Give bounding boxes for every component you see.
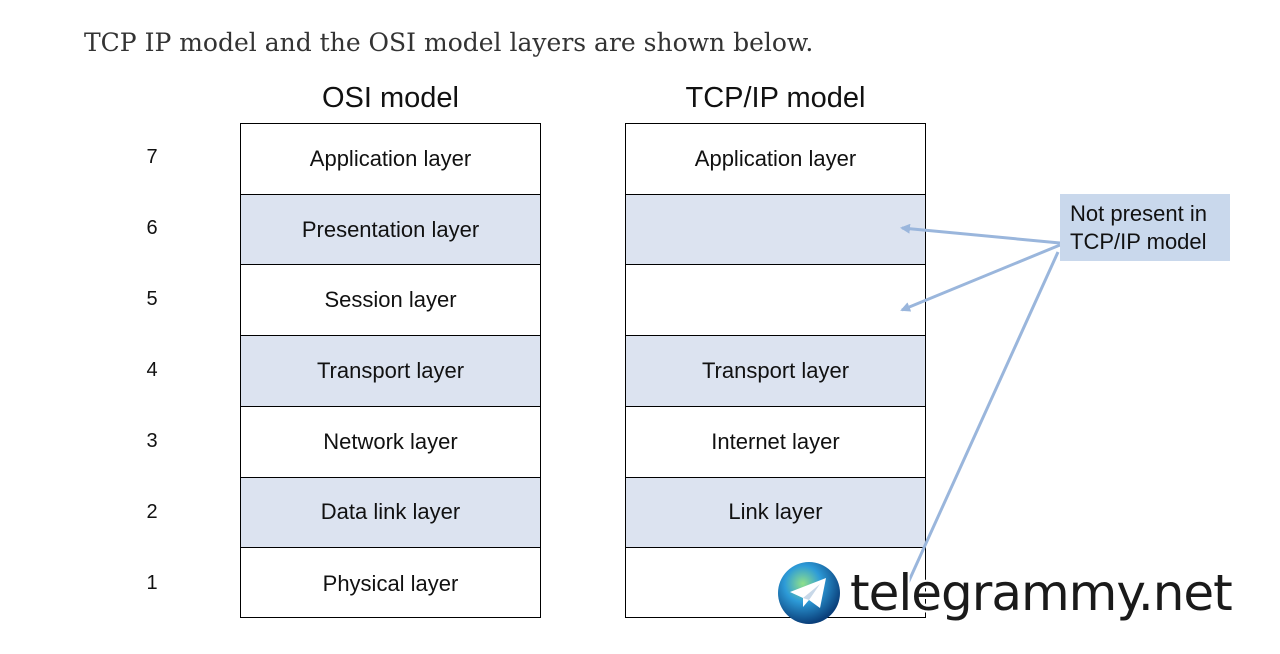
osi-data-link-layer: Data link layer [241,477,540,549]
arrow-to-layer-5 [900,243,1061,312]
osi-layer-stack: Application layer Presentation layer Ses… [240,123,541,618]
osi-network-layer: Network layer [241,407,540,478]
layer-number-7: 7 [146,146,158,168]
tcpip-link-layer: Link layer [626,477,925,549]
tcpip-internet-layer: Internet layer [626,407,925,478]
arrow-to-layer-1 [906,251,1060,584]
note-line-1: Not present in [1070,201,1207,226]
osi-presentation-layer: Presentation layer [241,194,540,266]
tcpip-layer-stack: Application layer Transport layer Intern… [625,123,926,618]
layer-number-3: 3 [146,430,158,452]
intro-text: TCP IP model and the OSI model layers ar… [84,28,814,57]
watermark: telegrammy.net [776,560,1233,626]
layer-number-4: 4 [146,359,158,381]
osi-session-layer: Session layer [241,265,540,337]
tcpip-model-title: TCP/IP model [685,82,866,114]
tcpip-transport-layer: Transport layer [626,336,925,407]
arrow-to-layer-6 [900,223,1061,245]
layer-number-6: 6 [146,217,158,239]
tcpip-empty-layer-6 [626,194,925,266]
not-present-note: Not present in TCP/IP model [1060,194,1230,261]
watermark-text: telegrammy.net [850,564,1233,622]
tcpip-application-layer: Application layer [626,124,925,195]
osi-model-title: OSI model [322,82,459,114]
osi-transport-layer: Transport layer [241,336,540,407]
osi-physical-layer: Physical layer [322,570,459,596]
tcpip-empty-layer-5 [626,265,925,337]
layer-number-5: 5 [146,288,158,310]
layer-number-2: 2 [146,501,158,523]
osi-application-layer: Application layer [241,124,540,195]
telegram-globe-icon [778,562,840,624]
layer-number-1: 1 [146,572,158,594]
note-line-2: TCP/IP model [1070,229,1207,254]
